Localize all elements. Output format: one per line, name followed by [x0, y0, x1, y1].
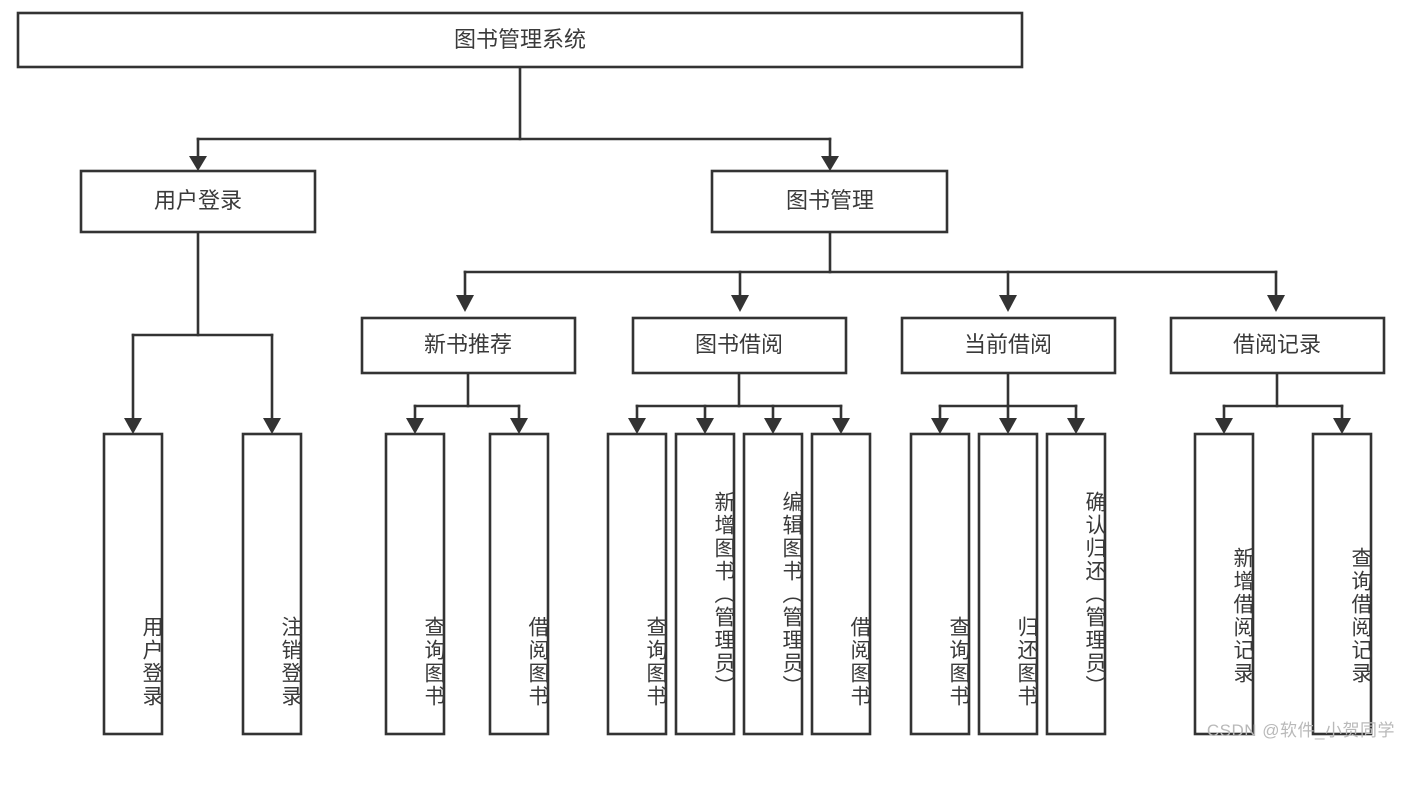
- node-leaf-query-book-2[interactable]: [606, 432, 668, 736]
- node-user-login[interactable]: 用户登录: [79, 169, 317, 234]
- connector-user-login-to-leaves: [124, 230, 281, 434]
- node-root[interactable]: 图书管理系统: [16, 11, 1024, 69]
- node-leaf-return-book[interactable]: [977, 432, 1039, 736]
- node-new-book-recommend[interactable]: 新书推荐: [360, 316, 577, 375]
- node-leaf-confirm-return[interactable]: [1045, 432, 1107, 736]
- node-book-borrow[interactable]: 图书借阅: [631, 316, 848, 375]
- connector-new-book-recommend-to-leaves: [406, 371, 528, 434]
- node-user-login-label: 用户登录: [154, 188, 242, 213]
- node-leaf-borrow-book-1[interactable]: [488, 432, 550, 736]
- connector-root-to-level2: [189, 65, 839, 171]
- diagram-root: 图书管理系统 用户登录 图书管理 新书推荐 图书借阅 当前借阅 借阅记录: [16, 11, 1395, 740]
- connector-book-borrow-to-leaves: [628, 371, 850, 434]
- node-leaf-user-login[interactable]: [102, 432, 164, 736]
- connector-current-borrow-to-leaves: [931, 371, 1085, 434]
- node-book-manage[interactable]: 图书管理: [710, 169, 949, 234]
- node-borrow-record-label: 借阅记录: [1233, 332, 1321, 357]
- connector-book-manage-to-level3: [456, 230, 1285, 312]
- node-root-label: 图书管理系统: [454, 27, 586, 52]
- node-leaf-query-book-3[interactable]: [909, 432, 971, 736]
- node-leaf-add-book[interactable]: [674, 432, 736, 736]
- node-book-borrow-label: 图书借阅: [695, 332, 783, 357]
- node-current-borrow[interactable]: 当前借阅: [900, 316, 1117, 375]
- node-current-borrow-label: 当前借阅: [964, 332, 1052, 357]
- watermark: CSDN @软件_小贺同学: [1206, 721, 1395, 740]
- node-leaf-logout-login[interactable]: [241, 432, 303, 736]
- node-leaf-query-record[interactable]: [1311, 432, 1373, 736]
- diagram-canvas: 图书管理系统 用户登录 图书管理 新书推荐 图书借阅 当前借阅 借阅记录: [16, 11, 1386, 736]
- node-new-book-recommend-label: 新书推荐: [424, 332, 512, 357]
- node-book-manage-label: 图书管理: [786, 188, 874, 213]
- connector-borrow-record-to-leaves: [1215, 371, 1351, 434]
- node-leaf-edit-book[interactable]: [742, 432, 804, 736]
- node-borrow-record[interactable]: 借阅记录: [1169, 316, 1386, 375]
- node-leaf-query-book-1[interactable]: [384, 432, 446, 736]
- node-leaf-borrow-book-2[interactable]: [810, 432, 872, 736]
- node-leaf-add-record[interactable]: [1193, 432, 1255, 736]
